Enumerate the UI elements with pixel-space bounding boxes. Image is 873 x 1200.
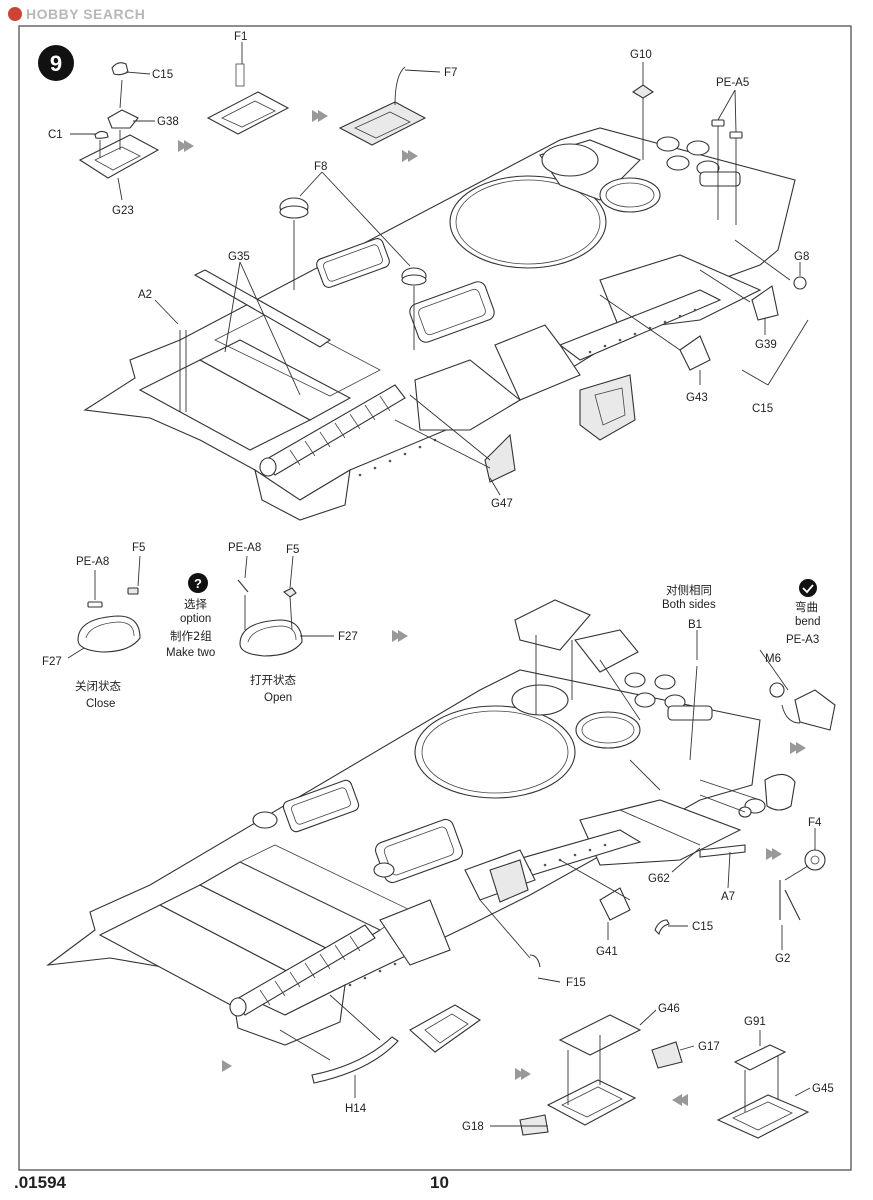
part-g10 [631,84,655,99]
label-g43: G43 [686,392,708,404]
hatch-variant-open [237,555,334,657]
part-g43 [679,335,711,371]
watermark-text: HOBBY SEARCH [26,6,146,22]
frame-border [18,25,852,1171]
label-f4: F4 [808,817,822,829]
top-leader-lines [70,42,809,496]
label-f1: F1 [234,31,247,43]
label-pe-a3: PE-A3 [786,634,819,646]
label-pe-a8-close: PE-A8 [76,556,109,568]
label-g45: G45 [812,1083,834,1095]
part-g39 [751,285,779,321]
label-c15-bottom: C15 [692,921,713,933]
label-c15: C15 [152,69,173,81]
rolled-tarp-bottom [229,924,376,1017]
label-g17: G17 [698,1041,720,1053]
part-pe-a5a [711,119,725,127]
part-h14 [279,994,399,1098]
label-open-en: Open [264,692,292,704]
label-f27-open: F27 [338,631,358,643]
label-g39: G39 [755,339,777,351]
label-f5-open: F5 [286,544,299,556]
label-option-cn: 选择 [184,597,207,611]
page-number: 10 [430,1173,449,1192]
question-badge: ? [188,573,208,593]
label-close-en: Close [86,698,115,710]
part-f8-caps [279,197,427,286]
label-g23: G23 [112,205,134,217]
label-c1: C1 [48,129,63,141]
label-g35: G35 [228,251,250,263]
part-f4-g2 [779,828,826,950]
part-g46-g17-g18 [490,1009,695,1136]
step-number: 9 [50,51,62,76]
label-b1: B1 [688,619,702,631]
label-g47: G47 [491,498,513,510]
label-f5-close: F5 [132,542,145,554]
direction-arrow-icon-bottom [222,742,806,1106]
label-c15-b: C15 [752,403,773,415]
label-g91: G91 [744,1016,766,1028]
label-bend-cn: 弯曲 [795,600,818,614]
step-number-badge: 9 [38,45,74,81]
direction-arrow-icon [178,110,418,162]
part-g91-g45 [716,1030,811,1139]
hobbysearch-logo-icon [8,7,22,21]
label-g41: G41 [596,946,618,958]
label-g8: G8 [794,251,809,263]
hatch-variant-close [67,555,141,659]
direction-arrow-icon-hatch [392,630,408,642]
watermark: HOBBY SEARCH [8,6,145,22]
part-group-c15-g38-g23 [78,62,160,179]
label-g18: G18 [462,1121,484,1133]
label-f27-close: F27 [42,656,62,668]
bend-badge [799,579,817,597]
label-bend-en: bend [795,616,821,628]
label-f15: F15 [566,977,586,989]
label-close-cn: 关闭状态 [75,679,121,693]
label-g10: G10 [630,49,652,61]
label-pe-a5: PE-A5 [716,77,749,89]
part-f15 [479,899,561,983]
part-pe-a5b [729,131,743,139]
part-pe-a3-m6 [769,682,836,731]
label-f8: F8 [314,161,327,173]
part-g62-a7 [619,809,746,889]
upper-hull-bottom [46,599,761,1053]
label-g62: G62 [648,873,670,885]
label-f7: F7 [444,67,457,79]
label-a7: A7 [721,891,735,903]
label-pe-a8-open: PE-A8 [228,542,261,554]
part-pe-a3-right [738,773,796,818]
part-g8 [793,276,807,290]
label-both-sides-en: Both sides [662,599,716,611]
part-group-f1-f7 [206,63,427,146]
part-g41-c15 [559,859,688,940]
label-a2: A2 [138,289,152,301]
label-g46: G46 [658,1003,680,1015]
label-both-sides-cn: 对侧相同 [666,583,712,597]
label-make-two-en: Make two [166,647,215,659]
part-g47 [484,433,516,483]
upper-hull-top [83,127,796,521]
label-option-en: option [180,613,211,625]
label-m6: M6 [765,653,781,665]
label-g2: G2 [775,953,790,965]
label-g38: G38 [157,116,179,128]
svg-text:?: ? [194,576,202,591]
product-code: .01594 [14,1173,66,1192]
label-open-cn: 打开状态 [250,673,296,687]
bottom-leader-lines [535,630,789,813]
label-make-two-cn: 制作2组 [170,629,212,643]
label-h14: H14 [345,1103,367,1115]
rolled-tarp [259,384,406,477]
